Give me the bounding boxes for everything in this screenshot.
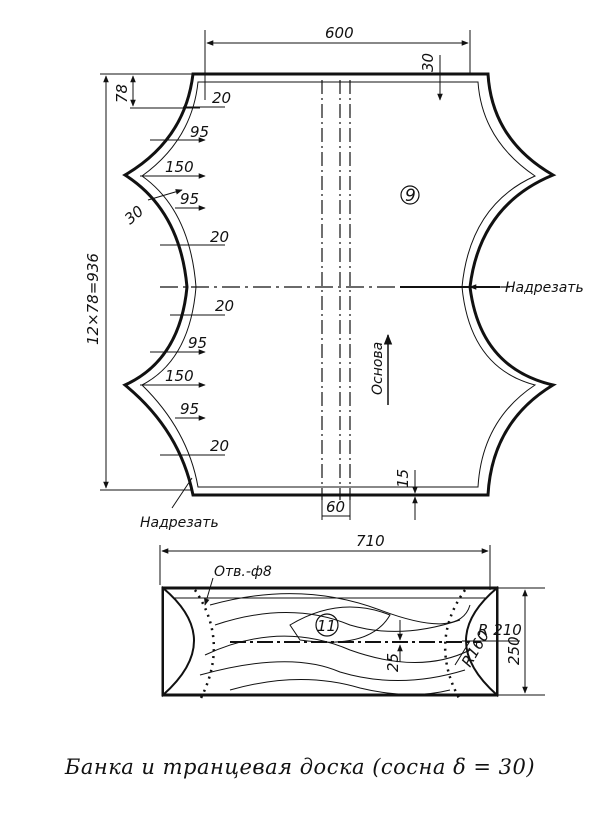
dim-600: 600 (325, 24, 354, 42)
grain-direction-label: Основа (370, 342, 386, 395)
dim-60: 60 (326, 498, 345, 516)
dim-r210: R 210 (478, 621, 522, 639)
cut-label-right: Надрезать (505, 280, 584, 296)
dim-250: 250 (505, 636, 523, 665)
hole-arc-right (444, 589, 467, 701)
transom-board (159, 545, 545, 701)
dim-notch-20-1: 20 (212, 89, 231, 107)
dim-notch-150-1: 150 (165, 158, 194, 176)
thwart-plank (100, 30, 557, 520)
transom-left-cap (162, 585, 195, 698)
dim-notch-95-3: 95 (188, 334, 207, 352)
dim-25: 25 (384, 653, 402, 672)
dim-notch-20-2: 20 (210, 228, 229, 246)
dim-notch-20-4: 20 (210, 437, 229, 455)
dim-notch-150-2: 150 (165, 367, 194, 385)
dim-notch-95-2: 95 (180, 190, 199, 208)
part-9-number: 9 (405, 186, 416, 206)
dim-notch-95-1: 95 (190, 123, 209, 141)
dim-notch-95-4: 95 (180, 400, 199, 418)
dim-30-top: 30 (419, 53, 437, 72)
dim-936: 12×78=936 (84, 253, 102, 345)
dim-710: 710 (356, 532, 385, 550)
part-9-circle (400, 185, 420, 205)
dim-78: 78 (113, 84, 131, 103)
plank-outline (122, 72, 557, 497)
hole-label: Отв.-ф8 (214, 564, 272, 580)
dim-15: 15 (394, 469, 412, 488)
part-11-circle (315, 613, 339, 637)
plank-inner-contour (141, 81, 537, 488)
part-11-number: 11 (317, 617, 336, 635)
dim-notch-20-3: 20 (215, 297, 234, 315)
dim-bevel-30: 30 (121, 202, 147, 228)
cut-label-bottom: Надрезать (140, 515, 219, 531)
hole-arc-left (193, 589, 215, 701)
figure-caption: Банка и транцевая доска (сосна δ = 30) (64, 755, 536, 779)
